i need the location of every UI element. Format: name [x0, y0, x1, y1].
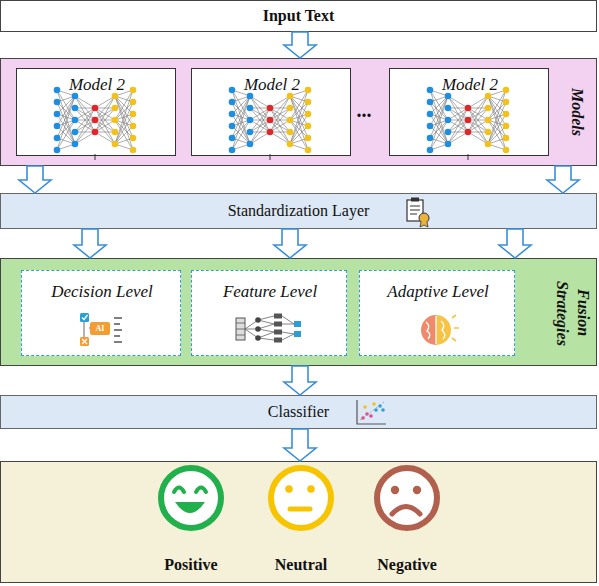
node-text: Decision Level	[22, 280, 182, 304]
face-ring	[271, 468, 331, 528]
icon-text: AI	[90, 322, 110, 335]
node-text: Models	[567, 63, 588, 161]
fusion-band: Fusion Strategies Decision Level Feature L…	[0, 258, 597, 366]
flow-arrow	[284, 366, 316, 395]
node-text: Negative	[347, 554, 467, 576]
neural-net-icon	[229, 87, 312, 160]
model-box: Model 2	[16, 68, 176, 156]
ellipsis-mark: ...	[350, 98, 378, 122]
node-text: Adaptive Level	[360, 280, 516, 304]
scatter-icon	[357, 400, 386, 424]
brain-icon	[421, 315, 459, 345]
face-ring	[377, 468, 437, 528]
output-band: PositiveNeutralNegative	[0, 461, 597, 583]
node-text: Feature Level	[192, 280, 348, 304]
node-text: Fusion Strategies	[552, 263, 594, 363]
node-text: Classifier	[1, 396, 596, 428]
sentiment-face: Negative	[357, 462, 457, 574]
adaptive-level-box: Adaptive Level	[359, 270, 515, 356]
models-band: Models Model 2 Model 2 Model 2	[0, 58, 597, 166]
decision-level-box: Decision Level	[21, 270, 181, 356]
sentiment-face: Positive	[141, 462, 241, 574]
node-text: Positive	[131, 554, 251, 576]
decision-icon	[80, 313, 122, 346]
negative-face	[391, 486, 421, 514]
face-ring	[161, 468, 221, 528]
positive-face	[174, 488, 206, 514]
flow-arrow	[284, 429, 316, 461]
node-text: Model 2	[192, 74, 352, 96]
node-text: Model 2	[390, 74, 550, 96]
input-box: Input Text	[0, 0, 597, 32]
node-text: Standardization Layer	[1, 194, 596, 228]
flow-arrow	[499, 229, 531, 258]
classifier-band: Classifier	[0, 395, 597, 429]
model-box: Model 2	[191, 68, 351, 156]
feature-level-box: Feature Level	[191, 270, 347, 356]
flow-arrow	[274, 229, 306, 258]
flow-arrow	[74, 229, 106, 258]
model-box: Model 2	[389, 68, 549, 156]
neutral-face	[285, 485, 315, 509]
node-text: Input Text	[1, 1, 596, 31]
node-text: Model 2	[17, 74, 177, 96]
neural-net-icon	[54, 87, 137, 160]
flow-arrow	[547, 166, 579, 193]
sentiment-face: Neutral	[251, 462, 351, 574]
flow-arrow	[284, 32, 316, 58]
node-text: Neutral	[241, 554, 361, 576]
clipboard-icon	[407, 198, 429, 228]
standardization-layer: Standardization Layer	[0, 193, 597, 229]
feature-icon	[236, 314, 301, 343]
flow-arrow	[19, 166, 51, 193]
neural-net-icon	[427, 87, 510, 160]
